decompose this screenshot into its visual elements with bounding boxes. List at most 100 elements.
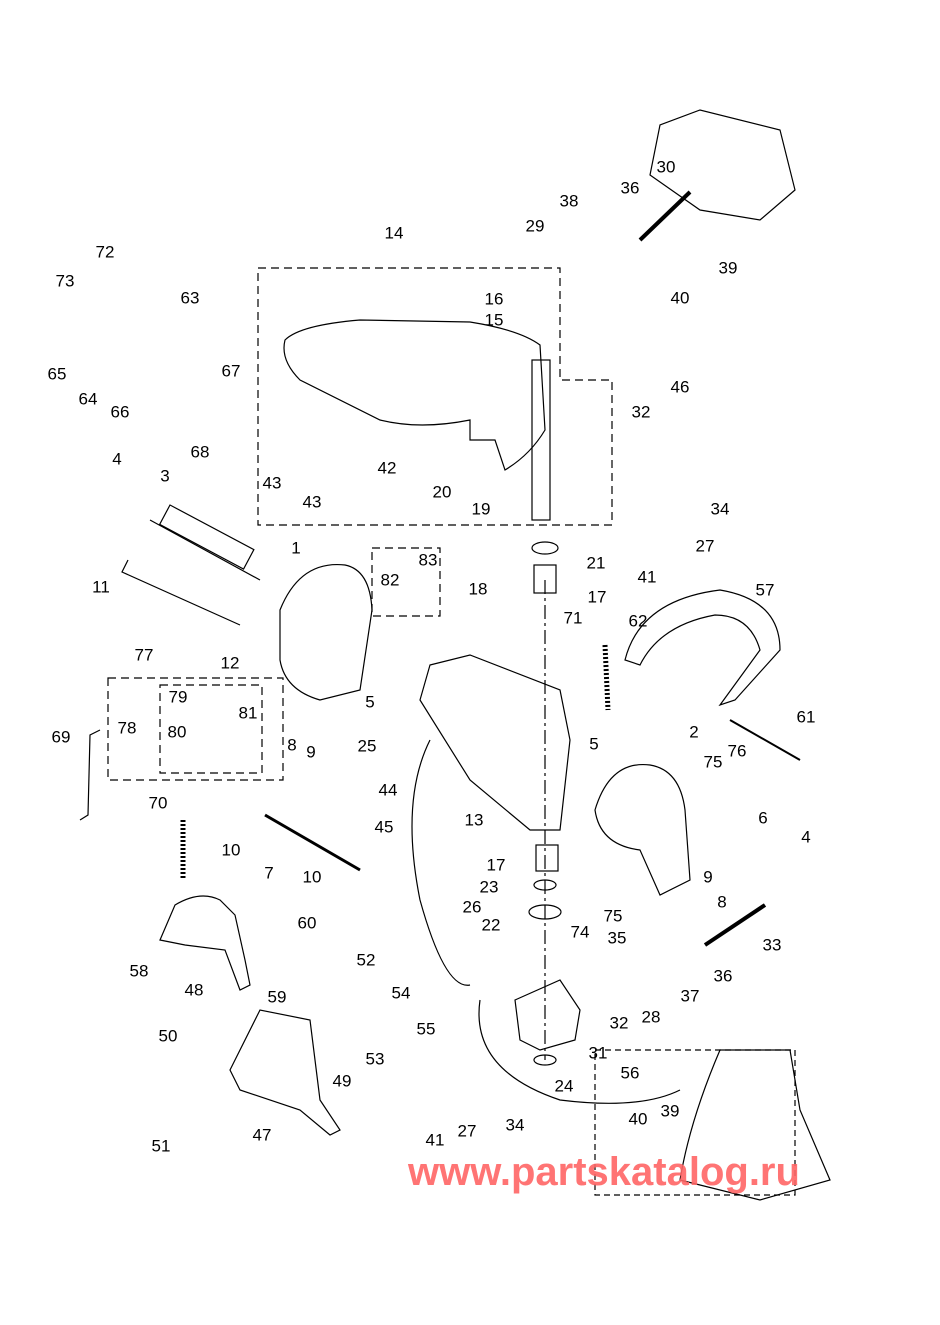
callout-part-53[interactable]: 53 [365,1049,385,1069]
callout-part-56[interactable]: 56 [620,1063,640,1083]
callout-part-79[interactable]: 79 [168,687,188,707]
callout-part-67[interactable]: 67 [221,361,241,381]
callout-part-34[interactable]: 34 [505,1115,525,1135]
callout-part-71[interactable]: 71 [563,608,583,628]
callout-part-4[interactable]: 4 [112,449,122,469]
callout-part-4[interactable]: 4 [801,827,811,847]
callout-part-83[interactable]: 83 [418,550,438,570]
ring-23 [533,879,557,891]
callout-part-26[interactable]: 26 [462,897,482,917]
callout-part-27[interactable]: 27 [457,1121,477,1141]
callout-part-15[interactable]: 15 [484,310,504,330]
callout-part-62[interactable]: 62 [628,611,648,631]
callout-part-2[interactable]: 2 [689,722,699,742]
callout-part-40[interactable]: 40 [628,1109,648,1129]
callout-part-43[interactable]: 43 [262,473,282,493]
callout-part-33[interactable]: 33 [762,935,782,955]
callout-part-75[interactable]: 75 [603,906,623,926]
callout-part-55[interactable]: 55 [416,1019,436,1039]
callout-part-69[interactable]: 69 [51,727,71,747]
callout-part-9[interactable]: 9 [306,742,316,762]
callout-part-63[interactable]: 63 [180,288,200,308]
callout-part-35[interactable]: 35 [607,928,627,948]
callout-part-19[interactable]: 19 [471,499,491,519]
callout-part-61[interactable]: 61 [796,707,816,727]
callout-part-49[interactable]: 49 [332,1071,352,1091]
callout-part-40[interactable]: 40 [670,288,690,308]
callout-part-8[interactable]: 8 [287,735,297,755]
callout-part-12[interactable]: 12 [220,653,240,673]
callout-part-32[interactable]: 32 [609,1013,629,1033]
callout-part-72[interactable]: 72 [95,242,115,262]
callout-part-80[interactable]: 80 [167,722,187,742]
callout-part-14[interactable]: 14 [384,223,404,243]
callout-part-73[interactable]: 73 [55,271,75,291]
callout-part-78[interactable]: 78 [117,718,137,738]
callout-part-39[interactable]: 39 [660,1101,680,1121]
callout-part-5[interactable]: 5 [589,734,599,754]
callout-part-17[interactable]: 17 [486,855,506,875]
callout-part-57[interactable]: 57 [755,580,775,600]
callout-part-41[interactable]: 41 [637,567,657,587]
callout-part-30[interactable]: 30 [656,157,676,177]
callout-part-48[interactable]: 48 [184,980,204,1000]
callout-part-10[interactable]: 10 [302,867,322,887]
callout-part-16[interactable]: 16 [484,289,504,309]
callout-part-23[interactable]: 23 [479,877,499,897]
callout-part-47[interactable]: 47 [252,1125,272,1145]
callout-part-17[interactable]: 17 [587,587,607,607]
callout-part-28[interactable]: 28 [641,1007,661,1027]
callout-part-36[interactable]: 36 [620,178,640,198]
callout-part-13[interactable]: 13 [464,810,484,830]
callout-part-9[interactable]: 9 [703,867,713,887]
callout-part-74[interactable]: 74 [570,922,590,942]
callout-part-31[interactable]: 31 [588,1043,608,1063]
callout-part-52[interactable]: 52 [356,950,376,970]
callout-part-76[interactable]: 76 [727,741,747,761]
callout-part-45[interactable]: 45 [374,817,394,837]
callout-part-59[interactable]: 59 [267,987,287,1007]
callout-part-43[interactable]: 43 [302,492,322,512]
callout-part-50[interactable]: 50 [158,1026,178,1046]
callout-part-3[interactable]: 3 [160,466,170,486]
callout-part-81[interactable]: 81 [238,703,258,723]
rod-61 [729,719,801,761]
callout-part-77[interactable]: 77 [134,645,154,665]
callout-part-44[interactable]: 44 [378,780,398,800]
callout-part-70[interactable]: 70 [148,793,168,813]
callout-part-41[interactable]: 41 [425,1130,445,1150]
callout-part-8[interactable]: 8 [717,892,727,912]
callout-part-36[interactable]: 36 [713,966,733,986]
callout-part-65[interactable]: 65 [47,364,67,384]
callout-part-20[interactable]: 20 [432,482,452,502]
callout-part-7[interactable]: 7 [264,863,274,883]
callout-part-22[interactable]: 22 [481,915,501,935]
callout-part-21[interactable]: 21 [586,553,606,573]
callout-part-34[interactable]: 34 [710,499,730,519]
callout-part-54[interactable]: 54 [391,983,411,1003]
callout-part-58[interactable]: 58 [129,961,149,981]
callout-part-11[interactable]: 11 [92,577,110,597]
callout-part-38[interactable]: 38 [559,191,579,211]
callout-part-18[interactable]: 18 [468,579,488,599]
callout-part-27[interactable]: 27 [695,536,715,556]
callout-part-82[interactable]: 82 [380,570,400,590]
callout-part-68[interactable]: 68 [190,442,210,462]
callout-part-51[interactable]: 51 [151,1136,171,1156]
callout-part-25[interactable]: 25 [357,736,377,756]
callout-part-1[interactable]: 1 [291,538,301,558]
callout-part-32[interactable]: 32 [631,402,651,422]
callout-part-66[interactable]: 66 [110,402,130,422]
callout-part-75[interactable]: 75 [703,752,723,772]
callout-part-10[interactable]: 10 [221,840,241,860]
callout-part-64[interactable]: 64 [78,389,98,409]
callout-part-5[interactable]: 5 [365,692,375,712]
callout-part-39[interactable]: 39 [718,258,738,278]
callout-part-6[interactable]: 6 [758,808,768,828]
callout-part-37[interactable]: 37 [680,986,700,1006]
callout-part-42[interactable]: 42 [377,458,397,478]
callout-part-24[interactable]: 24 [554,1076,574,1096]
callout-part-46[interactable]: 46 [670,377,690,397]
callout-part-60[interactable]: 60 [297,913,317,933]
callout-part-29[interactable]: 29 [525,216,545,236]
